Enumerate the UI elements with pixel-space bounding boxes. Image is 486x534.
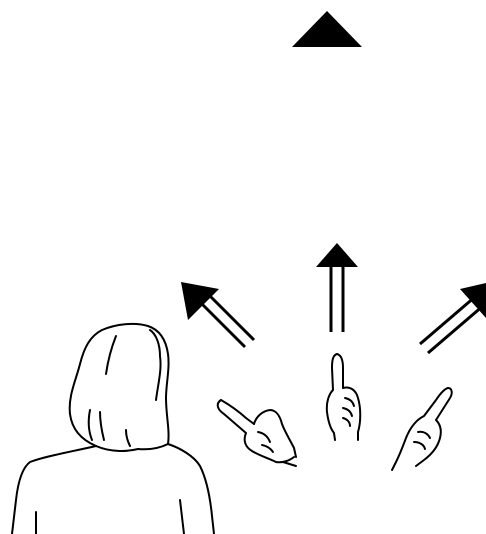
triangle-up-icon [292, 11, 362, 47]
arrow-up-left [181, 282, 256, 349]
hand-pointing-right [391, 387, 453, 471]
body-outline [11, 445, 97, 534]
hair-outline [68, 322, 170, 451]
hand-pointing-left [216, 399, 297, 467]
arrow-up-left-head [181, 282, 219, 320]
arrow-up-right [419, 283, 486, 355]
arrow-up [316, 243, 358, 332]
person-silhouette-icon [11, 322, 215, 534]
arrow-up-head [316, 243, 358, 267]
hand-pointing-up [325, 353, 362, 441]
